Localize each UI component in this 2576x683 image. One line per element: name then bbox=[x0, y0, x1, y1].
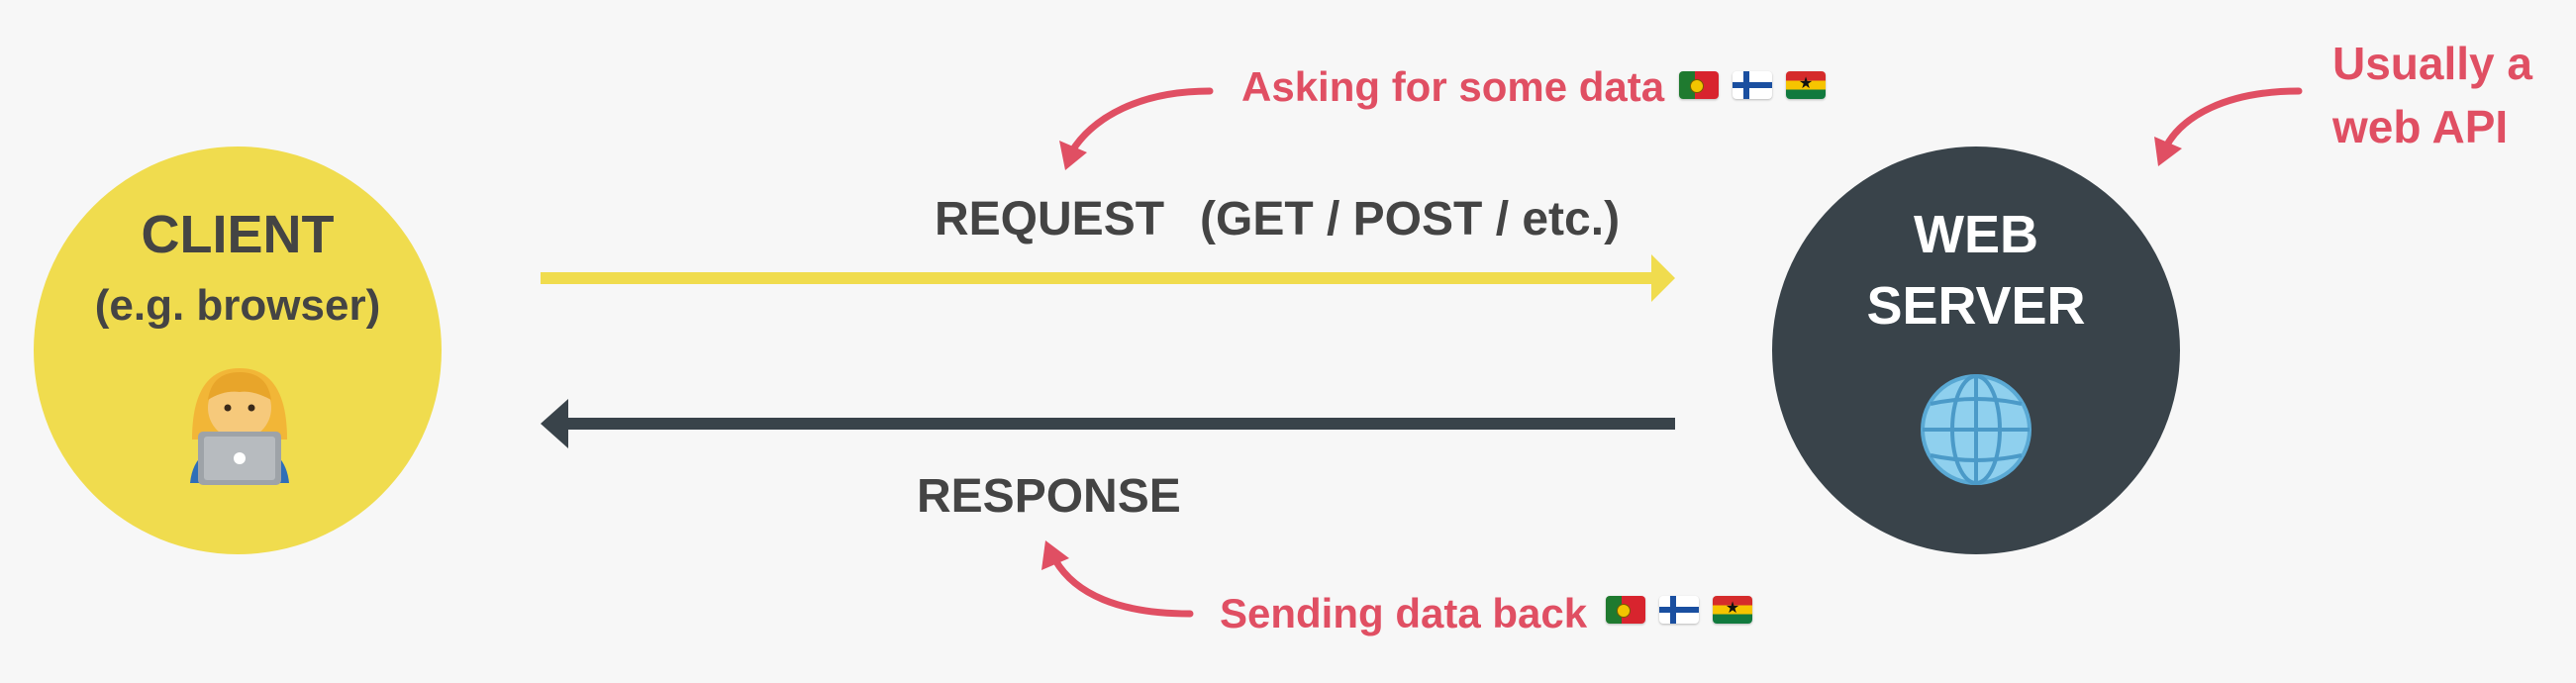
client-subtitle: (e.g. browser) bbox=[94, 281, 381, 330]
sending-flags bbox=[1606, 596, 1752, 624]
asking-flags bbox=[1679, 71, 1826, 99]
client-title: CLIENT bbox=[141, 205, 335, 264]
web-api-annotation-line2: web API bbox=[2332, 101, 2509, 152]
portugal-flag-icon bbox=[1679, 71, 1719, 99]
web-server-node bbox=[1772, 146, 2180, 554]
web-api-annotation: Usually a web API bbox=[2332, 32, 2532, 158]
portugal-flag-icon bbox=[1606, 596, 1645, 624]
ghana-flag-icon bbox=[1713, 596, 1752, 624]
technologist-laptop-icon bbox=[190, 368, 289, 485]
asking-pointer-arrow bbox=[1059, 87, 1214, 170]
finland-flag-icon bbox=[1659, 596, 1699, 624]
request-arrow bbox=[541, 254, 1675, 302]
ghana-flag-icon bbox=[1786, 71, 1826, 99]
sending-annotation: Sending data back bbox=[1220, 590, 1588, 636]
response-label: RESPONSE bbox=[917, 470, 1181, 523]
request-methods-label: (GET / POST / etc.) bbox=[1200, 193, 1621, 245]
server-title-line1: WEB bbox=[1914, 205, 2038, 264]
web-api-annotation-line1: Usually a bbox=[2332, 38, 2532, 89]
finland-flag-icon bbox=[1733, 71, 1772, 99]
api-pointer-arrow bbox=[2154, 87, 2303, 166]
globe-icon bbox=[1921, 374, 2031, 485]
asking-annotation: Asking for some data bbox=[1241, 63, 1665, 110]
server-title-line2: SERVER bbox=[1866, 276, 2086, 336]
client-node bbox=[34, 146, 442, 554]
request-label: REQUEST bbox=[935, 193, 1165, 245]
sending-pointer-arrow bbox=[1041, 540, 1194, 618]
response-arrow bbox=[541, 399, 1675, 448]
